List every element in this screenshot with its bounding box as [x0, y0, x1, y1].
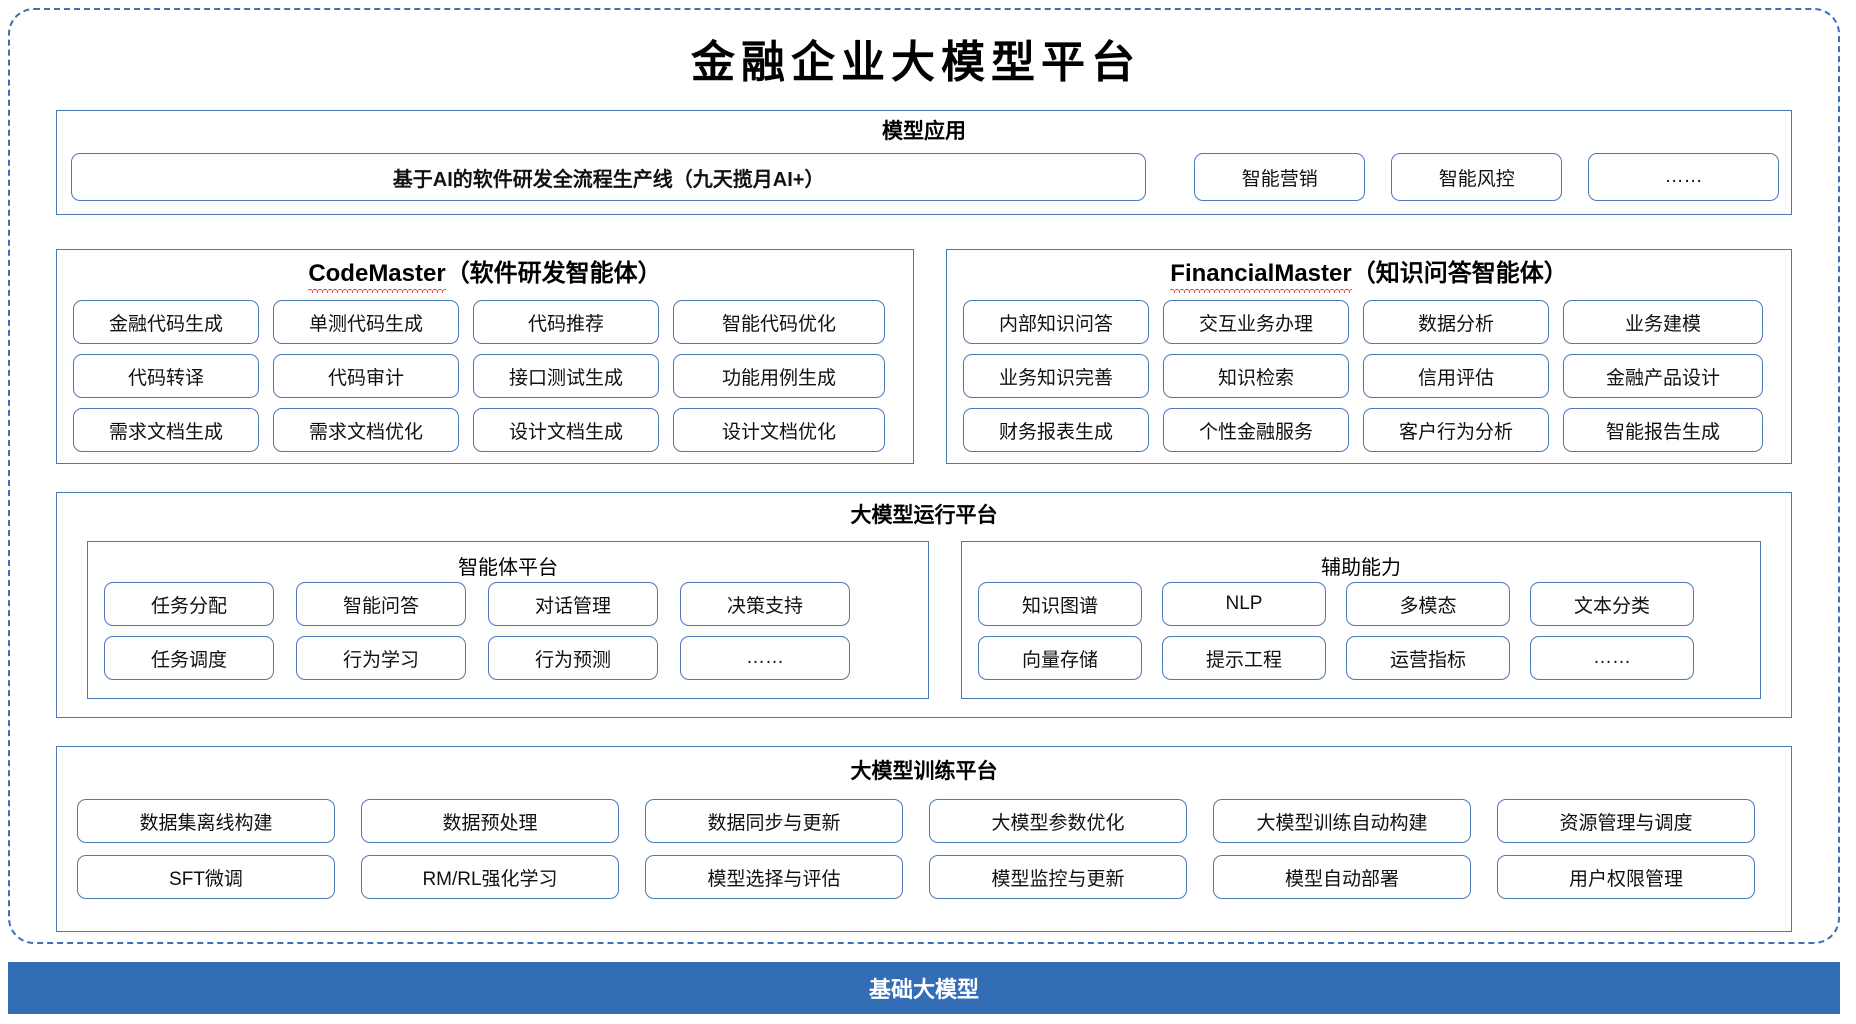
model-application-panel: 模型应用 基于AI的软件研发全流程生产线（九天揽月AI+） 智能营销 智能风控 … — [56, 110, 1792, 215]
chip-agent-1-1[interactable]: 任务分配 — [104, 582, 274, 626]
chip-more-applications[interactable]: …… — [1588, 153, 1779, 201]
training-platform-grid: 数据集离线构建 数据预处理 数据同步与更新 大模型参数优化 大模型训练自动构建 … — [77, 799, 1771, 899]
runtime-platform-panel: 大模型运行平台 智能体平台 任务分配 智能问答 对话管理 决策支持 任务调度 行… — [56, 492, 1792, 718]
chip-agent-1-3[interactable]: 对话管理 — [488, 582, 658, 626]
training-row-1: 数据集离线构建 数据预处理 数据同步与更新 大模型参数优化 大模型训练自动构建 … — [77, 799, 1771, 843]
chip-aux-2-4[interactable]: …… — [1530, 636, 1694, 680]
chip-codemaster-2-3[interactable]: 接口测试生成 — [473, 354, 659, 398]
chip-financialmaster-2-2[interactable]: 知识检索 — [1163, 354, 1349, 398]
financialmaster-row-3: 财务报表生成 个性金融服务 客户行为分析 智能报告生成 — [963, 408, 1775, 452]
chip-financialmaster-3-4[interactable]: 智能报告生成 — [1563, 408, 1763, 452]
chip-codemaster-2-4[interactable]: 功能用例生成 — [673, 354, 885, 398]
chip-training-2-5[interactable]: 模型自动部署 — [1213, 855, 1471, 899]
chip-agent-2-3[interactable]: 行为预测 — [488, 636, 658, 680]
chip-training-1-3[interactable]: 数据同步与更新 — [645, 799, 903, 843]
chip-aux-1-4[interactable]: 文本分类 — [1530, 582, 1694, 626]
chip-codemaster-3-1[interactable]: 需求文档生成 — [73, 408, 259, 452]
chip-smart-risk-control[interactable]: 智能风控 — [1391, 153, 1563, 201]
auxiliary-ability-section: 辅助能力 知识图谱 NLP 多模态 文本分类 向量存储 提示工程 运营指标 …… — [961, 541, 1761, 699]
foundation-model-bar: 基础大模型 — [8, 962, 1840, 1014]
chip-agent-1-4[interactable]: 决策支持 — [680, 582, 850, 626]
auxiliary-ability-title: 辅助能力 — [1321, 557, 1401, 579]
chip-training-2-1[interactable]: SFT微调 — [77, 855, 335, 899]
chip-training-2-6[interactable]: 用户权限管理 — [1497, 855, 1755, 899]
chip-codemaster-3-3[interactable]: 设计文档生成 — [473, 408, 659, 452]
codemaster-grid: 金融代码生成 单测代码生成 代码推荐 智能代码优化 代码转译 代码审计 接口测试… — [73, 300, 897, 452]
auxiliary-ability-row-1: 知识图谱 NLP 多模态 文本分类 — [978, 582, 1744, 626]
model-application-items: 基于AI的软件研发全流程生产线（九天揽月AI+） 智能营销 智能风控 …… — [71, 153, 1779, 201]
chip-aux-1-1[interactable]: 知识图谱 — [978, 582, 1142, 626]
chip-codemaster-3-4[interactable]: 设计文档优化 — [673, 408, 885, 452]
model-application-title: 模型应用 — [882, 120, 966, 143]
ai-sdlc-pipeline-chip[interactable]: 基于AI的软件研发全流程生产线（九天揽月AI+） — [71, 153, 1147, 201]
outer-dashed-frame — [8, 8, 1840, 944]
chip-financialmaster-1-4[interactable]: 业务建模 — [1563, 300, 1763, 344]
chip-agent-2-1[interactable]: 任务调度 — [104, 636, 274, 680]
codemaster-name-suffix: （软件研发智能体） — [445, 260, 662, 287]
codemaster-title: CodeMaster（软件研发智能体） — [57, 260, 913, 293]
financialmaster-grid: 内部知识问答 交互业务办理 数据分析 业务建模 业务知识完善 知识检索 信用评估… — [963, 300, 1775, 452]
financialmaster-name-suffix: （知识问答智能体） — [1351, 260, 1568, 287]
chip-smart-marketing[interactable]: 智能营销 — [1194, 153, 1366, 201]
chip-training-2-4[interactable]: 模型监控与更新 — [929, 855, 1187, 899]
chip-aux-1-2[interactable]: NLP — [1162, 582, 1326, 626]
chip-agent-2-4[interactable]: …… — [680, 636, 850, 680]
chip-codemaster-1-4[interactable]: 智能代码优化 — [673, 300, 885, 344]
chip-training-1-2[interactable]: 数据预处理 — [361, 799, 619, 843]
agent-platform-title: 智能体平台 — [458, 557, 558, 579]
chip-aux-2-1[interactable]: 向量存储 — [978, 636, 1142, 680]
chip-financialmaster-1-3[interactable]: 数据分析 — [1363, 300, 1549, 344]
auxiliary-ability-row-2: 向量存储 提示工程 运营指标 …… — [978, 636, 1744, 680]
financialmaster-name: FinancialMaster — [1170, 260, 1353, 293]
chip-training-2-3[interactable]: 模型选择与评估 — [645, 855, 903, 899]
codemaster-row-3: 需求文档生成 需求文档优化 设计文档生成 设计文档优化 — [73, 408, 897, 452]
chip-financialmaster-3-3[interactable]: 客户行为分析 — [1363, 408, 1549, 452]
financialmaster-row-1: 内部知识问答 交互业务办理 数据分析 业务建模 — [963, 300, 1775, 344]
chip-codemaster-2-1[interactable]: 代码转译 — [73, 354, 259, 398]
chip-codemaster-2-2[interactable]: 代码审计 — [273, 354, 459, 398]
chip-financialmaster-3-2[interactable]: 个性金融服务 — [1163, 408, 1349, 452]
chip-financialmaster-2-3[interactable]: 信用评估 — [1363, 354, 1549, 398]
chip-aux-2-2[interactable]: 提示工程 — [1162, 636, 1326, 680]
financialmaster-row-2: 业务知识完善 知识检索 信用评估 金融产品设计 — [963, 354, 1775, 398]
agent-platform-row-1: 任务分配 智能问答 对话管理 决策支持 — [104, 582, 912, 626]
chip-agent-2-2[interactable]: 行为学习 — [296, 636, 466, 680]
chip-training-1-5[interactable]: 大模型训练自动构建 — [1213, 799, 1471, 843]
chip-agent-1-2[interactable]: 智能问答 — [296, 582, 466, 626]
foundation-model-label: 基础大模型 — [868, 977, 979, 1002]
training-row-2: SFT微调 RM/RL强化学习 模型选择与评估 模型监控与更新 模型自动部署 用… — [77, 855, 1771, 899]
chip-training-1-6[interactable]: 资源管理与调度 — [1497, 799, 1755, 843]
codemaster-row-2: 代码转译 代码审计 接口测试生成 功能用例生成 — [73, 354, 897, 398]
chip-codemaster-1-2[interactable]: 单测代码生成 — [273, 300, 459, 344]
financialmaster-title: FinancialMaster（知识问答智能体） — [947, 260, 1791, 293]
auxiliary-ability-grid: 知识图谱 NLP 多模态 文本分类 向量存储 提示工程 运营指标 …… — [978, 582, 1744, 680]
chip-financialmaster-1-1[interactable]: 内部知识问答 — [963, 300, 1149, 344]
chip-training-1-1[interactable]: 数据集离线构建 — [77, 799, 335, 843]
chip-codemaster-1-3[interactable]: 代码推荐 — [473, 300, 659, 344]
financialmaster-panel: FinancialMaster（知识问答智能体） 内部知识问答 交互业务办理 数… — [946, 249, 1792, 464]
chip-financialmaster-3-1[interactable]: 财务报表生成 — [963, 408, 1149, 452]
codemaster-row-1: 金融代码生成 单测代码生成 代码推荐 智能代码优化 — [73, 300, 897, 344]
chip-aux-1-3[interactable]: 多模态 — [1346, 582, 1510, 626]
chip-aux-2-3[interactable]: 运营指标 — [1346, 636, 1510, 680]
codemaster-name: CodeMaster — [308, 260, 447, 293]
codemaster-panel: CodeMaster（软件研发智能体） 金融代码生成 单测代码生成 代码推荐 智… — [56, 249, 914, 464]
chip-financialmaster-1-2[interactable]: 交互业务办理 — [1163, 300, 1349, 344]
chip-financialmaster-2-1[interactable]: 业务知识完善 — [963, 354, 1149, 398]
chip-training-2-2[interactable]: RM/RL强化学习 — [361, 855, 619, 899]
page-title: 金融企业大模型平台 — [691, 37, 1141, 88]
chip-financialmaster-2-4[interactable]: 金融产品设计 — [1563, 354, 1763, 398]
agent-platform-row-2: 任务调度 行为学习 行为预测 …… — [104, 636, 912, 680]
training-platform-panel: 大模型训练平台 数据集离线构建 数据预处理 数据同步与更新 大模型参数优化 大模… — [56, 746, 1792, 932]
chip-training-1-4[interactable]: 大模型参数优化 — [929, 799, 1187, 843]
chip-codemaster-1-1[interactable]: 金融代码生成 — [73, 300, 259, 344]
training-platform-title: 大模型训练平台 — [850, 760, 998, 783]
agent-platform-grid: 任务分配 智能问答 对话管理 决策支持 任务调度 行为学习 行为预测 …… — [104, 582, 912, 680]
runtime-platform-title: 大模型运行平台 — [850, 504, 998, 527]
agent-platform-section: 智能体平台 任务分配 智能问答 对话管理 决策支持 任务调度 行为学习 行为预测… — [87, 541, 929, 699]
chip-codemaster-3-2[interactable]: 需求文档优化 — [273, 408, 459, 452]
